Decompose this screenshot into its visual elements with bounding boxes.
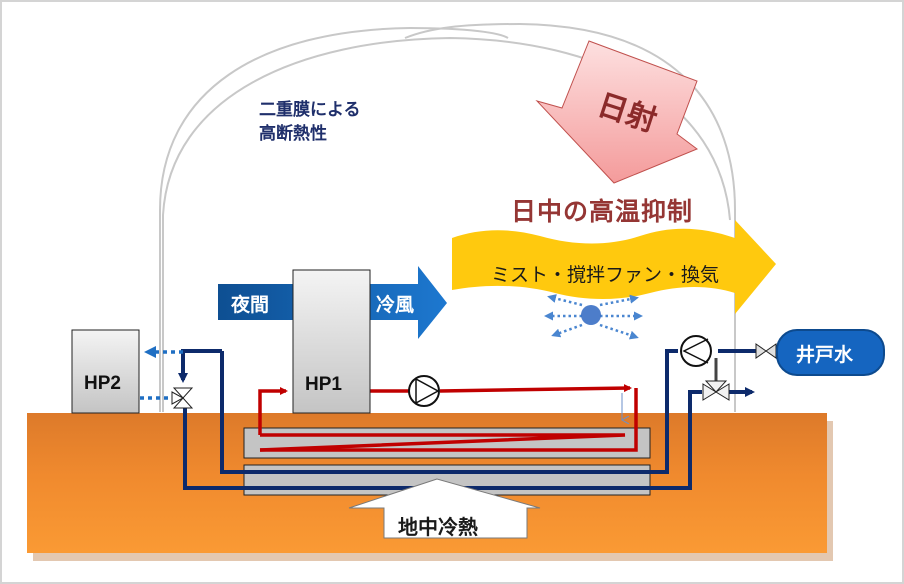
hp2-dotted-flow (140, 346, 183, 400)
pipe-hp2-return (220, 349, 678, 474)
daytime-heat-control-label: 日中の高温抑制 (511, 197, 694, 226)
well-water-label: 井戸水 (796, 344, 854, 366)
red-pipe-diag (259, 433, 626, 452)
greenhouse-outline (159, 22, 736, 412)
valve-well (755, 343, 777, 359)
daytime-control-arrow (452, 220, 776, 314)
hp1-unit (292, 269, 371, 414)
insulation-label: 二重膜による 高断熱性 (259, 98, 361, 146)
red-pipe-return (258, 387, 288, 435)
valve-out (702, 380, 730, 401)
outer-membrane-right (404, 22, 736, 412)
well-water-badge (776, 329, 885, 376)
ground-cold-arrow (348, 478, 541, 539)
pipe-hp2-feed (183, 390, 702, 490)
hp2-unit (71, 329, 140, 414)
mist-fan-ventilation-label: ミスト・撹拌ファン・換気 (491, 264, 720, 286)
hp1-label: HP1 (305, 374, 342, 395)
hp2-label: HP2 (84, 373, 121, 394)
valve-hp2 (171, 387, 194, 409)
pump-well (680, 335, 712, 367)
solar-radiation-arrow (535, 40, 699, 184)
outer-membrane-left (159, 26, 509, 412)
inner-membrane (162, 36, 731, 412)
insulation-line1: 二重膜による (259, 100, 361, 120)
mist-nozzle-icon (581, 305, 601, 325)
night-label: 夜間 (231, 294, 270, 316)
mist-fan-symbol (544, 294, 643, 340)
cold-air-label: 冷風 (376, 294, 415, 316)
red-pipe-down (260, 388, 638, 452)
warm-water-loop (258, 384, 638, 452)
pipe-valve-drop (178, 349, 222, 383)
insulation-line2: 高断熱性 (259, 124, 327, 144)
red-pipe-out2 (439, 384, 632, 393)
pump-red (408, 375, 440, 407)
ground-cold-label: 地中冷熱 (398, 515, 478, 539)
